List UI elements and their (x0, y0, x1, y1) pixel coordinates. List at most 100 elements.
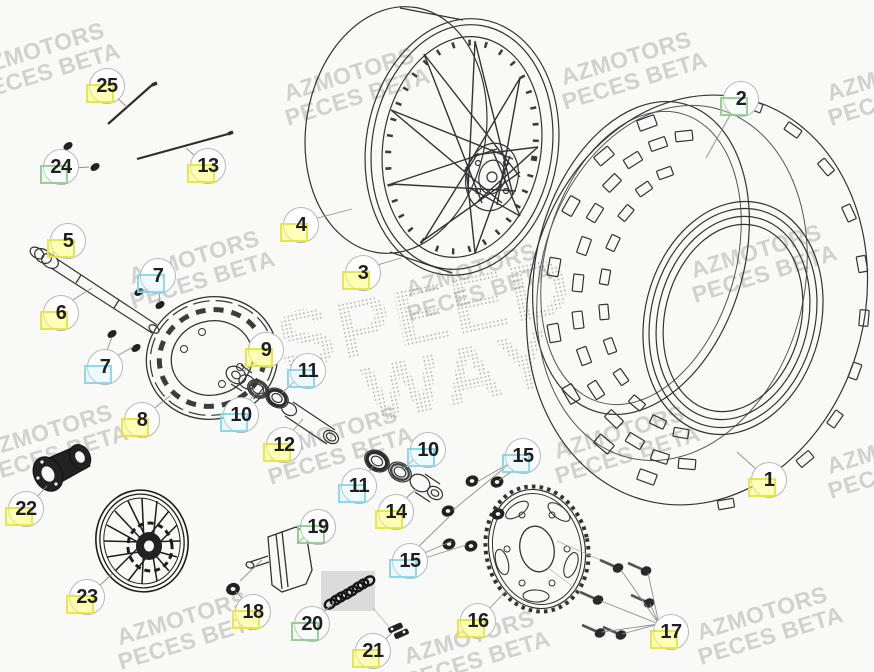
callout-number: 7 (152, 264, 164, 287)
callout-number: 21 (362, 639, 384, 662)
callout-highlight (220, 413, 248, 432)
callout-25[interactable]: 25 (86, 68, 125, 104)
tire-drawing (525, 94, 870, 511)
callout-17[interactable]: 17 (650, 614, 689, 650)
axle-drawing (29, 246, 160, 334)
callout-number: 11 (348, 474, 370, 497)
callout-number: 7 (99, 355, 111, 378)
callout-number: 9 (260, 338, 272, 361)
callout-number: 10 (417, 438, 439, 461)
callout-10a[interactable]: 10 (220, 397, 259, 433)
callout-11b[interactable]: 11 (338, 468, 377, 504)
callout-4[interactable]: 4 (280, 207, 319, 243)
callout-18[interactable]: 18 (232, 594, 271, 630)
callout-3[interactable]: 3 (342, 255, 381, 291)
callout-number: 5 (62, 229, 74, 252)
callout-5[interactable]: 5 (47, 223, 86, 259)
tread-knobs (546, 98, 870, 511)
callout-10b[interactable]: 10 (407, 432, 446, 468)
callout-15b[interactable]: 15 (389, 543, 428, 579)
callout-highlight (5, 507, 33, 526)
callout-highlight (342, 271, 370, 290)
hub-drawing (32, 444, 92, 492)
callout-number: 12 (273, 433, 295, 456)
rim-drawing (304, 6, 560, 276)
callout-number: 2 (735, 87, 747, 110)
callout-number: 13 (197, 154, 219, 177)
sprocket-drawing (483, 484, 591, 614)
callout-19[interactable]: 19 (297, 509, 336, 545)
callout-number: 25 (96, 74, 118, 97)
callout-highlight (650, 630, 678, 649)
master-link-drawing (388, 622, 409, 639)
callout-15a[interactable]: 15 (502, 438, 541, 474)
callout-22[interactable]: 22 (5, 491, 44, 527)
callout-number: 15 (399, 549, 421, 572)
callout-highlight (748, 478, 776, 497)
callout-11a[interactable]: 11 (287, 353, 326, 389)
spoke-parts-drawing (63, 81, 234, 352)
callout-6[interactable]: 6 (40, 295, 79, 331)
callout-14[interactable]: 14 (375, 494, 414, 530)
callout-2[interactable]: 2 (720, 81, 759, 117)
callout-highlight (457, 619, 485, 638)
callout-highlight (86, 84, 114, 103)
callout-number: 23 (76, 585, 98, 608)
callout-highlight (287, 369, 315, 388)
callout-9[interactable]: 9 (245, 332, 284, 368)
callout-highlight (47, 239, 75, 258)
callout-highlight (232, 610, 260, 629)
callout-number: 15 (512, 444, 534, 467)
callout-12[interactable]: 12 (263, 427, 302, 463)
complete-wheel-drawing (95, 489, 189, 593)
callout-21[interactable]: 21 (352, 633, 391, 669)
callout-highlight (245, 348, 273, 367)
callout-number: 10 (230, 403, 252, 426)
callout-number: 4 (295, 213, 307, 236)
callout-7a[interactable]: 7 (137, 258, 176, 294)
callout-highlight (137, 274, 165, 293)
callout-13[interactable]: 13 (187, 148, 226, 184)
callout-20[interactable]: 20 (291, 606, 330, 642)
callout-highlight (407, 448, 435, 467)
callout-highlight (40, 165, 68, 184)
callout-number: 14 (385, 500, 407, 523)
callout-number: 24 (50, 155, 72, 178)
callout-number: 11 (297, 359, 319, 382)
callout-number: 17 (660, 620, 682, 643)
callout-24[interactable]: 24 (40, 149, 79, 185)
callout-number: 3 (357, 261, 369, 284)
speedway-stamp: SPEED WAY (269, 236, 582, 441)
callout-number: 6 (55, 301, 67, 324)
callout-number: 22 (15, 497, 37, 520)
callout-highlight (84, 365, 112, 384)
callout-highlight (40, 311, 68, 330)
callout-highlight (297, 525, 325, 544)
callout-highlight (502, 454, 530, 473)
callout-highlight (389, 559, 417, 578)
callout-number: 18 (242, 600, 264, 623)
callout-23[interactable]: 23 (66, 579, 105, 615)
callout-highlight (187, 164, 215, 183)
callout-highlight (121, 418, 149, 437)
callout-highlight (291, 622, 319, 641)
callout-highlight (66, 595, 94, 614)
callout-highlight (352, 649, 380, 668)
callout-highlight (280, 223, 308, 242)
callout-8[interactable]: 8 (121, 402, 160, 438)
callout-7b[interactable]: 7 (84, 349, 123, 385)
callout-highlight (720, 97, 748, 116)
callout-number: 8 (136, 408, 148, 431)
callout-number: 19 (307, 515, 329, 538)
callout-number: 16 (467, 609, 489, 632)
bearing-set-drawing (225, 364, 444, 503)
callout-16[interactable]: 16 (457, 603, 496, 639)
sprocket-nuts-drawing (441, 475, 505, 552)
callout-1[interactable]: 1 (748, 462, 787, 498)
callout-number: 20 (301, 612, 323, 635)
chain-drawing (321, 571, 409, 639)
callout-highlight (375, 510, 403, 529)
callout-highlight (263, 443, 291, 462)
